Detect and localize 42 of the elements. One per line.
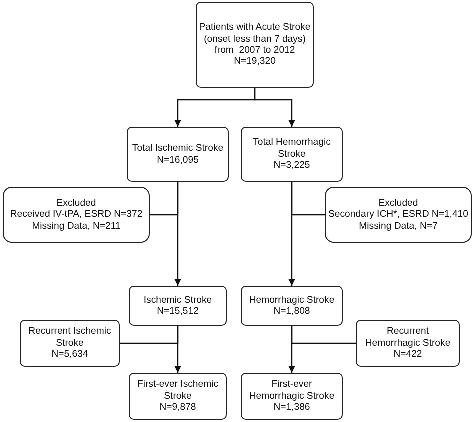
box-label: Total Hemorrhagic Stroke — [252, 137, 332, 160]
box-label: N=9,878 — [160, 402, 196, 414]
box-label: Recurrent Ischemic Stroke — [28, 326, 112, 350]
process-box — [196, 2, 314, 88]
arrow — [288, 326, 296, 373]
arrow — [174, 182, 182, 286]
box-label: Patients with Acute Stroke — [199, 22, 311, 34]
box-label: N=1,386 — [274, 402, 310, 414]
box-label: N=16,095 — [157, 154, 199, 166]
box-label: Received IV-tPA, ESRD N=372 — [10, 209, 143, 221]
box-label: First-ever Hemorrhagic Stroke — [248, 379, 336, 402]
box-label: Secondary ICH*, ESRD N=1,410 — [328, 209, 468, 221]
box-label: Total Ischemic Stroke — [132, 143, 224, 154]
box-label: N=5,634 — [52, 349, 88, 361]
box-label: Missing Data, N=211 — [32, 220, 121, 232]
box-label: N=15,512 — [157, 306, 199, 318]
arrow — [254, 88, 296, 127]
process-box — [20, 320, 120, 367]
exclusion-box — [3, 187, 150, 243]
box-label: Missing Data, N=7 — [359, 220, 438, 232]
box-label: Excluded — [378, 198, 418, 210]
process-box — [129, 373, 227, 420]
box-label: N=19,320 — [234, 56, 276, 68]
box-label: Excluded — [56, 198, 96, 210]
box-label: N=1,808 — [274, 306, 310, 318]
box-label: Recurrent Hemorrhagic Stroke — [364, 326, 452, 350]
box-label: Hemorrhagic Stroke — [249, 294, 335, 306]
exclusion-box — [325, 187, 472, 243]
process-box — [241, 127, 343, 182]
process-box — [241, 373, 343, 420]
box-label: (onset less than 7 days) — [204, 34, 306, 45]
process-box — [127, 127, 229, 182]
arrow — [174, 326, 182, 373]
process-box — [129, 286, 227, 326]
box-label: N=422 — [394, 349, 422, 361]
box-label: First-ever Ischemic Stroke — [136, 379, 220, 402]
arrow — [288, 182, 296, 286]
box-label: N=3,225 — [274, 160, 310, 172]
process-box — [241, 286, 343, 326]
box-label: Ischemic Stroke — [144, 294, 212, 306]
box-label: from 2007 to 2012 — [214, 45, 296, 56]
process-box — [356, 320, 460, 367]
